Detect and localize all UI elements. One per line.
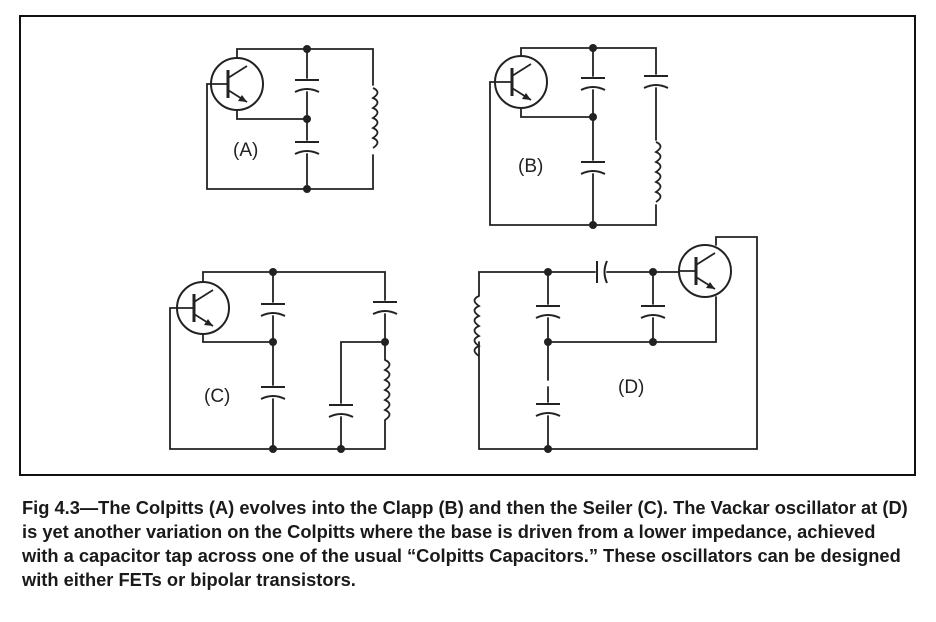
capacitor-d-right	[640, 305, 666, 319]
capacitor-d-series	[596, 260, 608, 284]
transistor-b	[493, 54, 549, 110]
figure-frame	[19, 15, 916, 476]
circuit-d: (D)	[473, 236, 758, 453]
circuit-c: (C)	[169, 268, 398, 453]
capacitor-b-bottom	[580, 161, 606, 175]
inductor-d	[473, 295, 480, 357]
inductor-a	[372, 87, 379, 149]
circuit-a: (A)	[206, 45, 379, 193]
capacitor-c-bottom	[260, 386, 286, 400]
label-c: (C)	[204, 386, 230, 407]
capacitor-c-series	[372, 301, 398, 315]
capacitor-d-left	[535, 305, 561, 319]
transistor-d	[677, 243, 733, 299]
capacitor-a-bottom	[294, 141, 320, 155]
capacitor-b-series	[643, 75, 669, 89]
label-a: (A)	[233, 140, 258, 161]
capacitor-b-top	[580, 77, 606, 91]
capacitor-a-top	[294, 79, 320, 93]
inductor-c	[384, 359, 391, 421]
figure-caption: Fig 4.3—The Colpitts (A) evolves into th…	[22, 497, 908, 590]
capacitor-c-top	[260, 303, 286, 317]
circuit-b: (B)	[489, 44, 669, 229]
transistor-c	[175, 280, 231, 336]
label-d: (D)	[618, 377, 644, 398]
capacitor-d-bottom	[535, 403, 561, 417]
capacitor-c-shunt	[328, 404, 354, 418]
transistor-a	[209, 56, 265, 112]
inductor-b	[655, 141, 662, 203]
label-b: (B)	[518, 156, 543, 177]
